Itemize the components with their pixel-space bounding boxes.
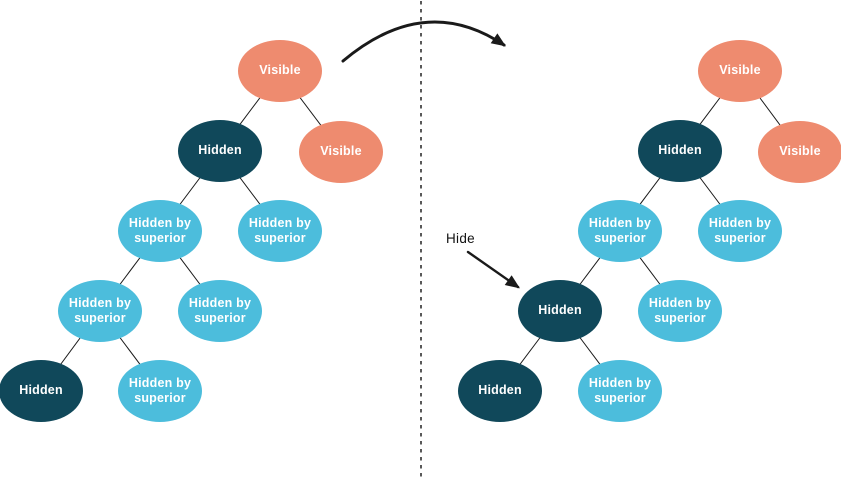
hide-action-label: Hide	[446, 231, 475, 246]
tree-node-label: Visible	[320, 144, 362, 159]
tree-node-label: Hidden by superior	[708, 215, 772, 245]
tree-node-after-l2-left: Hidden by superior	[578, 200, 662, 262]
tree-node-after-root: Visible	[698, 40, 782, 102]
tree-node-label: Hidden	[538, 303, 582, 318]
tree-node-before-l4-right: Hidden by superior	[118, 360, 202, 422]
tree-node-after-l2-right: Hidden by superior	[698, 200, 782, 262]
tree-node-label: Hidden by superior	[588, 375, 652, 405]
transform-arrow	[341, 20, 506, 63]
tree-node-after-l1-left: Hidden	[638, 120, 722, 182]
tree-node-label: Hidden by superior	[128, 215, 192, 245]
tree-node-after-l4-left: Hidden	[458, 360, 542, 422]
tree-node-label: Visible	[719, 63, 761, 78]
tree-node-label: Visible	[779, 144, 821, 159]
tree-node-label: Hidden	[19, 383, 63, 398]
tree-node-label: Visible	[259, 63, 301, 78]
tree-node-after-l4-right: Hidden by superior	[578, 360, 662, 422]
tree-node-label: Hidden by superior	[68, 295, 132, 325]
tree-node-before-l4-left: Hidden	[0, 360, 83, 422]
tree-node-after-l3-right: Hidden by superior	[638, 280, 722, 342]
tree-node-label: Hidden by superior	[588, 215, 652, 245]
tree-node-after-l1-right: Visible	[758, 121, 841, 183]
tree-node-label: Hidden	[658, 143, 702, 158]
tree-node-label: Hidden by superior	[248, 215, 312, 245]
tree-node-label: Hidden	[198, 143, 242, 158]
tree-node-before-l1-right: Visible	[299, 121, 383, 183]
tree-node-label: Hidden by superior	[188, 295, 252, 325]
tree-node-label: Hidden	[478, 383, 522, 398]
tree-node-before-l3-left: Hidden by superior	[58, 280, 142, 342]
tree-node-label: Hidden by superior	[128, 375, 192, 405]
tree-node-label: Hidden by superior	[648, 295, 712, 325]
tree-node-before-l3-right: Hidden by superior	[178, 280, 262, 342]
hide-pointer-arrow	[466, 250, 520, 289]
tree-node-before-l1-left: Hidden	[178, 120, 262, 182]
tree-node-before-l2-left: Hidden by superior	[118, 200, 202, 262]
tree-node-before-root: Visible	[238, 40, 322, 102]
tree-node-before-l2-right: Hidden by superior	[238, 200, 322, 262]
tree-node-after-l3-left: Hidden	[518, 280, 602, 342]
